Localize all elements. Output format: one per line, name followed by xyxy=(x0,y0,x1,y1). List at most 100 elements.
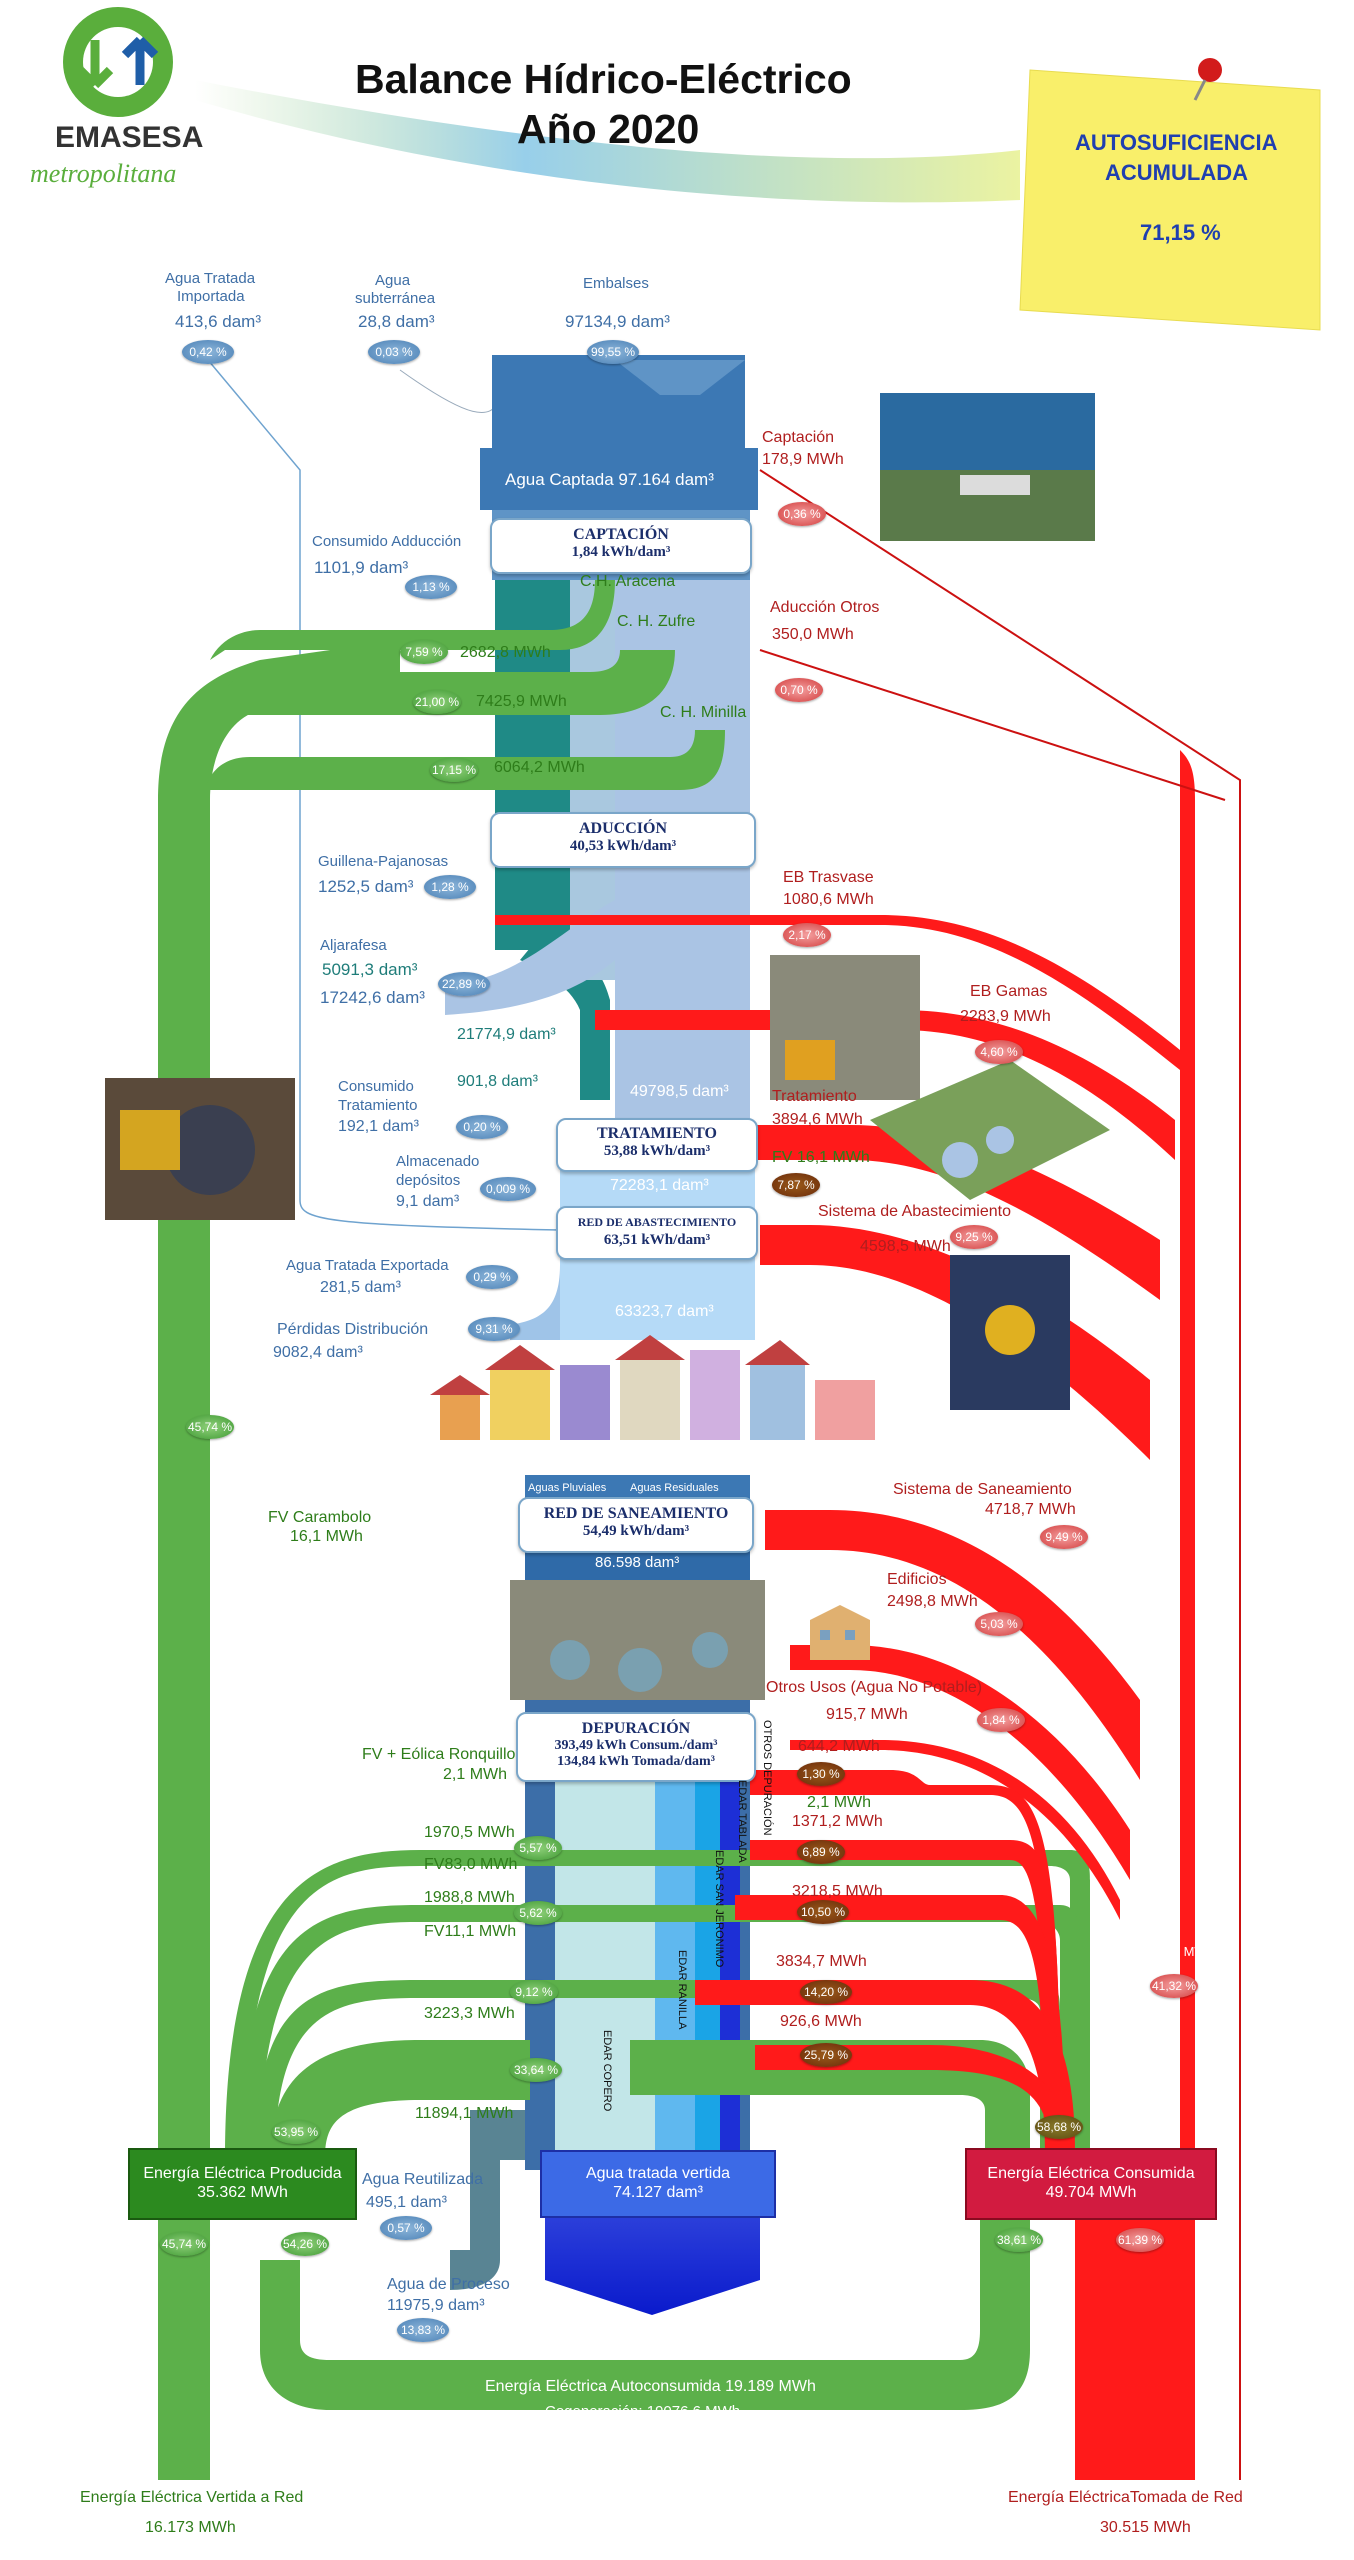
ground-pct-badge: 0,03 % xyxy=(368,340,420,364)
edar-p1050-badge: 10,50 % xyxy=(797,1900,849,1924)
edar-p689-badge: 6,89 % xyxy=(797,1840,845,1864)
consumida-label: Energía Eléctrica Consumida xyxy=(987,2165,1195,2182)
captacion-box: CAPTACIÓN 1,84 kWh/dam³ xyxy=(490,518,752,574)
producida-box: Energía Eléctrica Producida 35.362 MWh xyxy=(128,2148,357,2220)
big-red-pct-badge: 41,32 % xyxy=(1150,1974,1198,1998)
guillena-value: 1252,5 dam³ xyxy=(318,877,414,896)
edar-p130-badge: 1,30 % xyxy=(797,1762,845,1786)
edar-g1970: 1970,5 MWh xyxy=(424,1824,515,1841)
reservoirs-value: 97134,9 dam³ xyxy=(565,312,670,331)
zufre-pct-badge: 21,00 % xyxy=(413,690,461,714)
edar-p2579-badge: 25,79 % xyxy=(800,2043,852,2067)
residuales-label: Aguas Residuales xyxy=(630,1482,719,1494)
green-edar-1 xyxy=(225,1850,1090,2160)
otros-usos-value: 915,7 MWh xyxy=(826,1706,908,1723)
edar-r644: 644,2 MWh xyxy=(798,1738,880,1755)
green-aracena xyxy=(210,580,615,660)
logo-text: EMASESA xyxy=(55,121,204,154)
imported-label2: Importada xyxy=(177,288,245,305)
consumo-tratamiento-pct-badge: 0,20 % xyxy=(456,1115,508,1139)
saneamiento-box: RED DE SANEAMIENTO 54,49 kWh/dam³ xyxy=(518,1497,754,1553)
edar-r3834: 3834,7 MWh xyxy=(776,1953,867,1970)
dam-photo xyxy=(880,393,1095,541)
proceso-label: Agua de Proceso xyxy=(387,2276,510,2293)
green-edar-copero xyxy=(270,2040,530,2160)
logo-subtext: metropolitana xyxy=(30,159,177,188)
aracena-pct-badge: 7,59 % xyxy=(400,640,448,664)
flow-63323: 63323,7 dam³ xyxy=(615,1303,714,1320)
edar-p562-badge: 5,62 % xyxy=(514,1901,562,1925)
captacion-energy-value: 178,9 MWh xyxy=(762,451,844,468)
adduction-consumed-value: 1101,9 dam³ xyxy=(314,558,409,577)
edar-fv11: FV11,1 MWh xyxy=(424,1923,517,1940)
green-left-column xyxy=(158,640,400,2480)
ground-water-line xyxy=(399,369,501,413)
edar-r3218: 3218,5 MWh xyxy=(792,1883,883,1900)
eb-gamas-label: EB Gamas xyxy=(970,983,1048,1000)
reutilizada-value: 495,1 dam³ xyxy=(366,2194,447,2211)
edar-copero-label: EDAR COPERO xyxy=(601,2030,614,2112)
edar-p3364-badge: 33,64 % xyxy=(510,2058,562,2082)
tomada-red-label: Energía EléctricaTomada de Red xyxy=(1008,2489,1243,2506)
producida-value: 35.362 MWh xyxy=(197,2184,288,2202)
header-swoosh xyxy=(195,80,1020,203)
edificios-label: Edificios xyxy=(887,1571,947,1588)
otros-usos-label: Otros Usos (Agua No Potable) xyxy=(766,1679,983,1696)
almacenado-value: 9,1 dam³ xyxy=(396,1193,460,1210)
aljarafe-value2: 17242,6 dam³ xyxy=(320,988,425,1007)
depuracion-box-line1: 393,49 kWh Consum./dam³ xyxy=(554,1738,718,1753)
red-eb-trasvase xyxy=(495,915,1180,1070)
consumo-tratamiento-value: 192,1 dam³ xyxy=(338,1118,419,1135)
reutilizada-pct-badge: 0,57 % xyxy=(380,2216,432,2240)
houses-image xyxy=(420,1335,900,1450)
pump-photo-left xyxy=(105,1078,295,1220)
red-abast-pct-badge: 9,25 % xyxy=(950,1225,998,1249)
adduction-consumed-label: Consumido Adducción xyxy=(312,533,462,550)
red-abast-energy-label: Sistema de Abastecimiento xyxy=(818,1203,1011,1220)
green-zufre xyxy=(215,650,675,715)
reservoirs-pct-badge: 99,55 % xyxy=(587,340,639,364)
imported-pct-badge: 0,42 % xyxy=(182,340,234,364)
tratamiento-fv: FV 16,1 MWh xyxy=(772,1149,870,1166)
aljarafe-value1: 5091,3 dam³ xyxy=(322,960,418,979)
consumida-left-pct-badge: 38,61 % xyxy=(995,2228,1043,2252)
minilla-value: 6064,2 MWh xyxy=(494,759,585,776)
autoconsumida-line3: Fotovoltaica + Eólica: 112,4 MWh xyxy=(545,2421,768,2438)
saneamiento-energy-value: 4718,7 MWh xyxy=(985,1501,1076,1518)
ground-label1: Agua xyxy=(375,272,411,289)
depuracion-box: DEPURACIÓN 393,49 kWh Consum./dam³ 134,8… xyxy=(516,1712,756,1782)
autoconsumida-line2: Cogeneración: 19076,6 MWh xyxy=(545,2403,741,2420)
fv-ronquillo-label: FV + Eólica Ronquillo xyxy=(362,1746,516,1763)
eb-gamas-value: 2283,9 MWh xyxy=(960,1008,1051,1025)
edar-r1371: 1371,2 MWh xyxy=(792,1813,883,1830)
reutilizada-label: Agua Reutilizada xyxy=(362,2171,483,2188)
zufre-label: C. H. Zufre xyxy=(617,613,696,630)
imported-value: 413,6 dam³ xyxy=(175,312,261,331)
flow-901: 901,8 dam³ xyxy=(457,1073,538,1090)
tratamiento-box-value: 53,88 kWh/dam³ xyxy=(603,1143,711,1159)
producida-left-pct-badge: 45,74 % xyxy=(160,2232,208,2256)
flow-72283: 72283,1 dam³ xyxy=(610,1177,709,1194)
red-aduccion-line xyxy=(759,649,1226,801)
fv-carambolo-label: FV Carambolo xyxy=(268,1509,372,1526)
captacion-energy-label: Captación xyxy=(762,429,835,446)
green-edar-2 xyxy=(240,1905,1080,2160)
aduccion-box-title: ADUCCIÓN xyxy=(579,820,667,837)
station-photo-1 xyxy=(770,955,920,1100)
flow-21774: 21774,9 dam³ xyxy=(457,1026,556,1043)
vertida-red-label: Energía Eléctrica Vertida a Red xyxy=(80,2489,304,2506)
reuse-outflow xyxy=(450,2110,525,2290)
red-abast-box: RED DE ABASTECIMIENTO 63,51 kWh/dam³ xyxy=(556,1206,758,1260)
note-line1: AUTOSUFICIENCIA xyxy=(1075,130,1278,155)
producida-right-pct-badge: 54,26 % xyxy=(281,2232,329,2256)
edificios-pct-badge: 5,03 % xyxy=(975,1612,1023,1636)
red-abast-box-title: RED DE ABASTECIMIENTO xyxy=(577,1215,737,1229)
edar-ranilla-label: EDAR RANILLA xyxy=(676,1950,689,2030)
captacion-pct-badge: 0,36 % xyxy=(778,502,826,526)
producida-label: Energía Eléctrica Producida xyxy=(143,2165,342,2182)
aduccion-box-value: 40,53 kWh/dam³ xyxy=(569,838,677,854)
vertida-box: Agua tratada vertida 74.127 dam³ xyxy=(540,2150,776,2218)
edar-aerial-photo xyxy=(510,1580,765,1700)
saneamiento-box-value: 54,49 kWh/dam³ xyxy=(582,1523,690,1539)
almacenado-label2: depósitos xyxy=(396,1172,461,1189)
